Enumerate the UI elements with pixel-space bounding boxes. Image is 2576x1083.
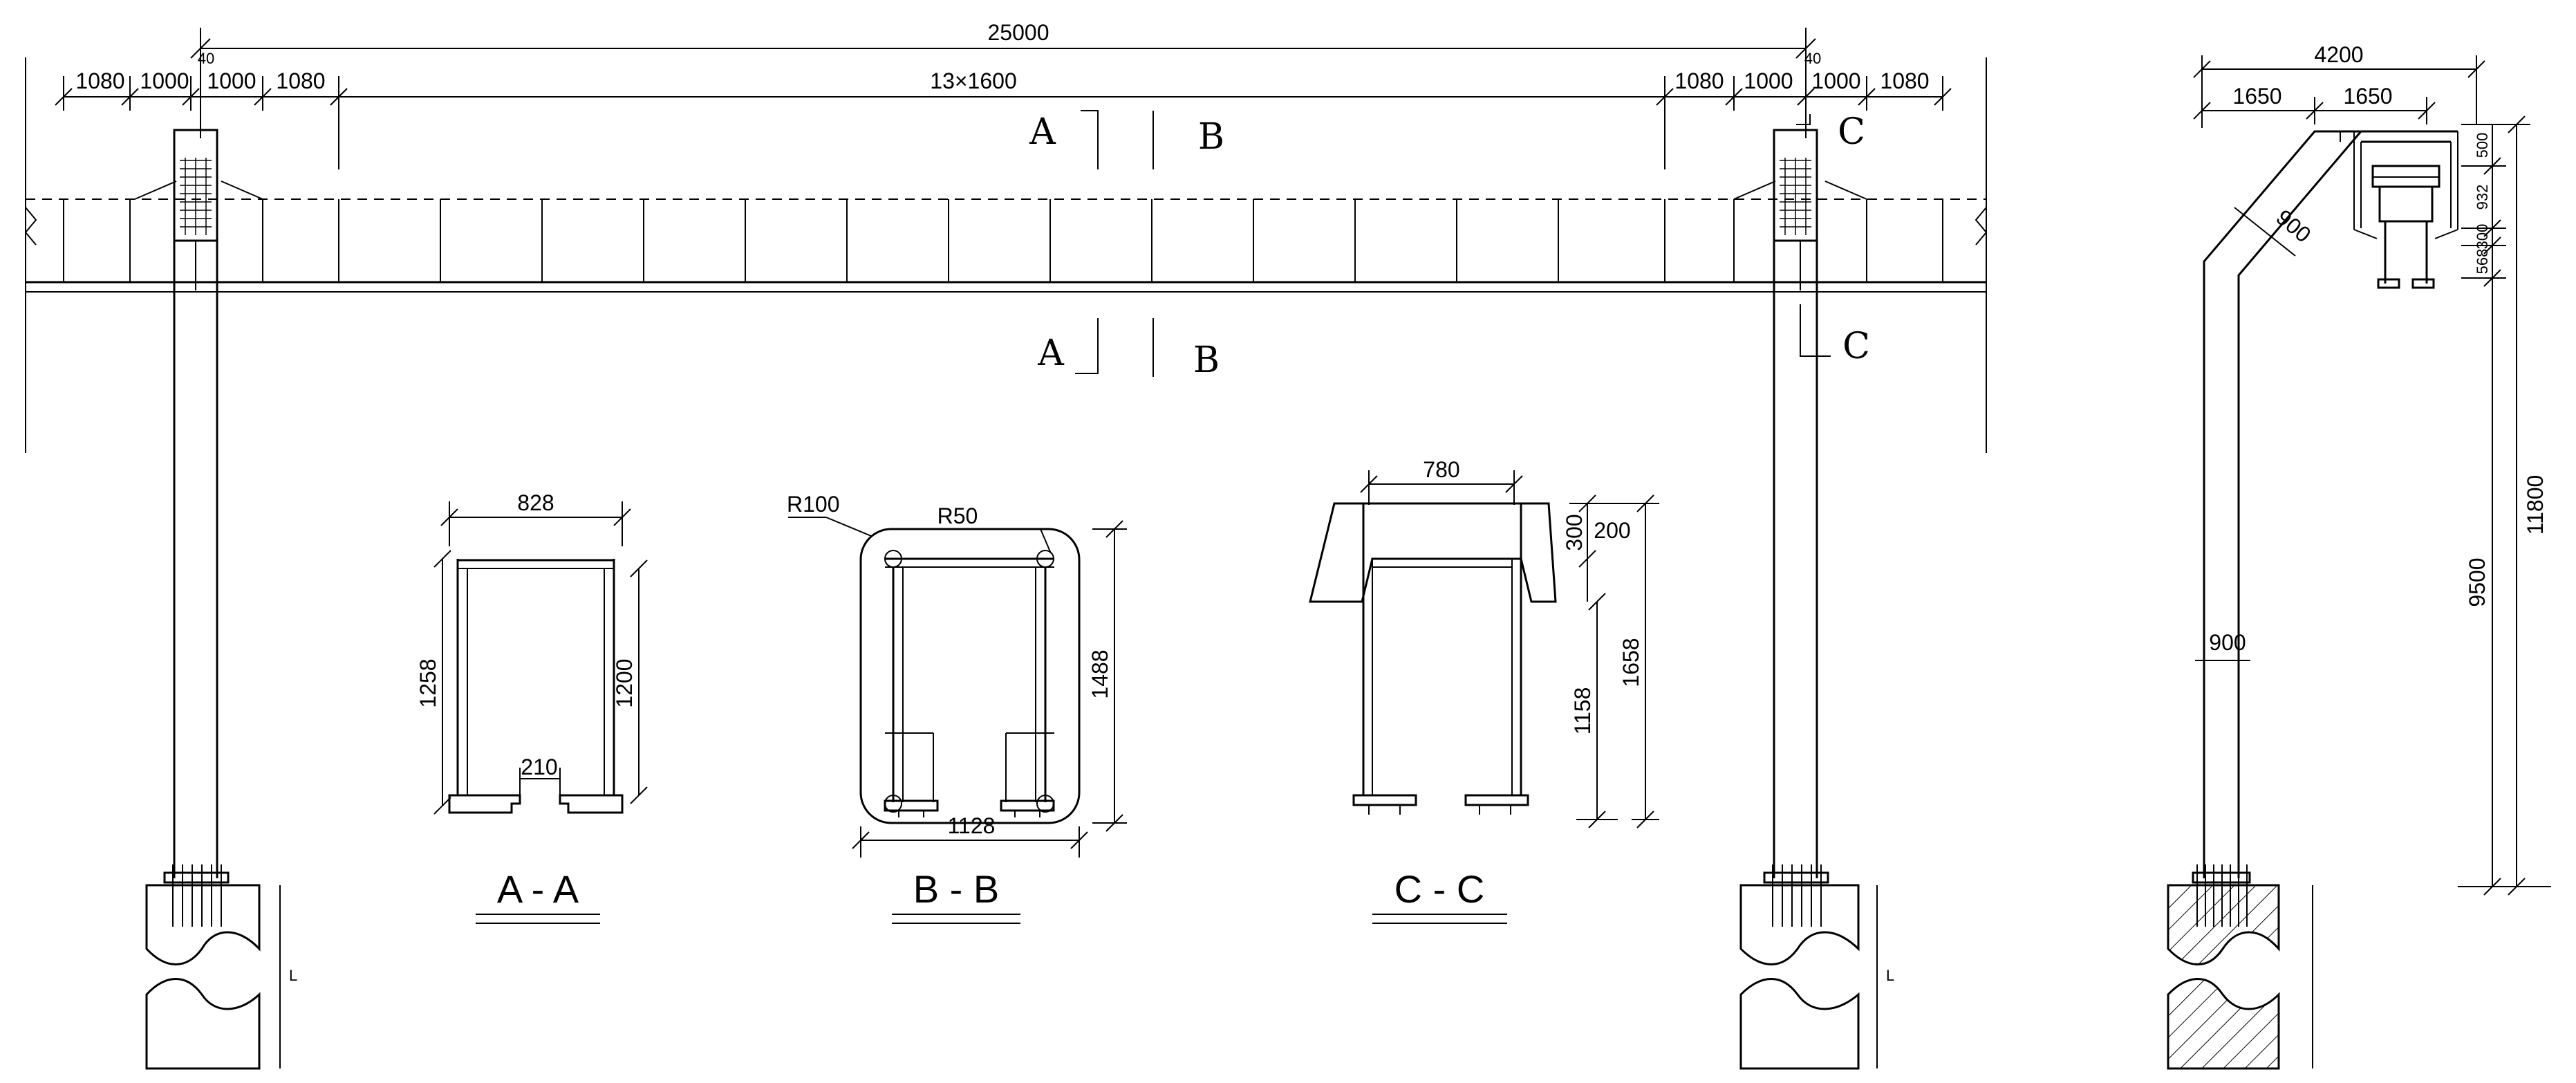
cut-label-a-top: A (1029, 111, 1056, 153)
section-cc: 780 300 200 1158 1658 C - C (1309, 457, 1659, 924)
bb-inner-radius-label: R50 (937, 503, 978, 528)
cc-h1158-label: 1158 (1570, 687, 1595, 735)
side-vertical-dims: 500 932 300 568 9500 11800 (2458, 115, 2551, 896)
bb-bottom-width-label: 1128 (948, 813, 996, 838)
side-cap (2353, 130, 2458, 289)
left-dim-2: 1000 (140, 68, 189, 93)
bb-outer-radius-label: R100 (787, 492, 840, 517)
section-bb-title: B - B (913, 867, 999, 911)
left-dim-3: 1000 (207, 68, 256, 93)
bay-spec-label: 13×1600 (930, 68, 1016, 93)
side-h568-label: 568 (2474, 249, 2491, 275)
side-half-right-label: 1650 (2343, 84, 2392, 109)
cc-h300-label: 300 (1562, 514, 1587, 550)
left-dim-1: 1080 (75, 68, 124, 93)
offset-right-label: 40 (1804, 50, 1821, 67)
front-elevation: 25000 13×1600 1080 1000 1000 1080 40 (24, 20, 1988, 1070)
side-h932-label: 932 (2474, 185, 2491, 210)
cut-label-c-bottom: C (1842, 326, 1870, 367)
cut-label-b-bottom: B (1193, 340, 1220, 381)
side-bend-width-label: 900 (2272, 205, 2316, 248)
section-cc-title: C - C (1394, 867, 1485, 911)
left-foundation-mark: L (289, 967, 297, 984)
section-bb: R100 R50 1128 1488 B - B (787, 492, 1127, 924)
cut-label-c-top: C (1838, 111, 1865, 153)
cc-top-width-label: 780 (1423, 457, 1459, 482)
aa-left-height-label: 1258 (416, 658, 440, 707)
right-column: L (1739, 129, 1894, 1070)
right-dim-2: 1000 (1744, 68, 1793, 93)
right-dim-4: 1080 (1880, 68, 1929, 93)
left-column: L (145, 129, 297, 1070)
side-h300-label: 300 (2474, 224, 2491, 250)
side-half-left-label: 1650 (2232, 84, 2281, 109)
aa-right-height-label: 1200 (612, 658, 637, 707)
side-total-height-label: 11800 (2523, 475, 2548, 535)
section-cut-markers: A B A B C C (1029, 110, 1870, 381)
right-dim-1: 1080 (1674, 68, 1724, 93)
total-span-label: 25000 (988, 20, 1049, 45)
top-dimension-chain: 25000 13×1600 1080 1000 1000 1080 40 (55, 20, 1952, 169)
bb-height-label: 1488 (1088, 649, 1112, 698)
side-total-width-label: 4200 (2314, 42, 2363, 67)
cut-label-b-top: B (1198, 116, 1224, 158)
section-aa: 828 210 1258 1200 A - A (416, 490, 648, 924)
cut-label-a-bottom: A (1037, 333, 1065, 374)
aa-width-label: 828 (517, 490, 554, 515)
side-column-width-label: 900 (2209, 630, 2246, 655)
side-view: 4200 1650 1650 (2167, 42, 2551, 1070)
side-h500-label: 500 (2474, 133, 2491, 158)
right-dim-3: 1000 (1811, 68, 1860, 93)
aa-gap-label: 210 (521, 755, 557, 779)
left-dim-4: 1080 (276, 68, 325, 93)
cc-h1658-label: 1658 (1618, 638, 1643, 687)
section-aa-title: A - A (497, 867, 579, 911)
right-foundation-mark: L (1886, 967, 1894, 984)
offset-left-label: 40 (198, 50, 214, 67)
main-beam (24, 180, 1988, 293)
side-column-height-label: 9500 (2465, 557, 2490, 607)
cc-h200-label: 200 (1594, 518, 1630, 543)
